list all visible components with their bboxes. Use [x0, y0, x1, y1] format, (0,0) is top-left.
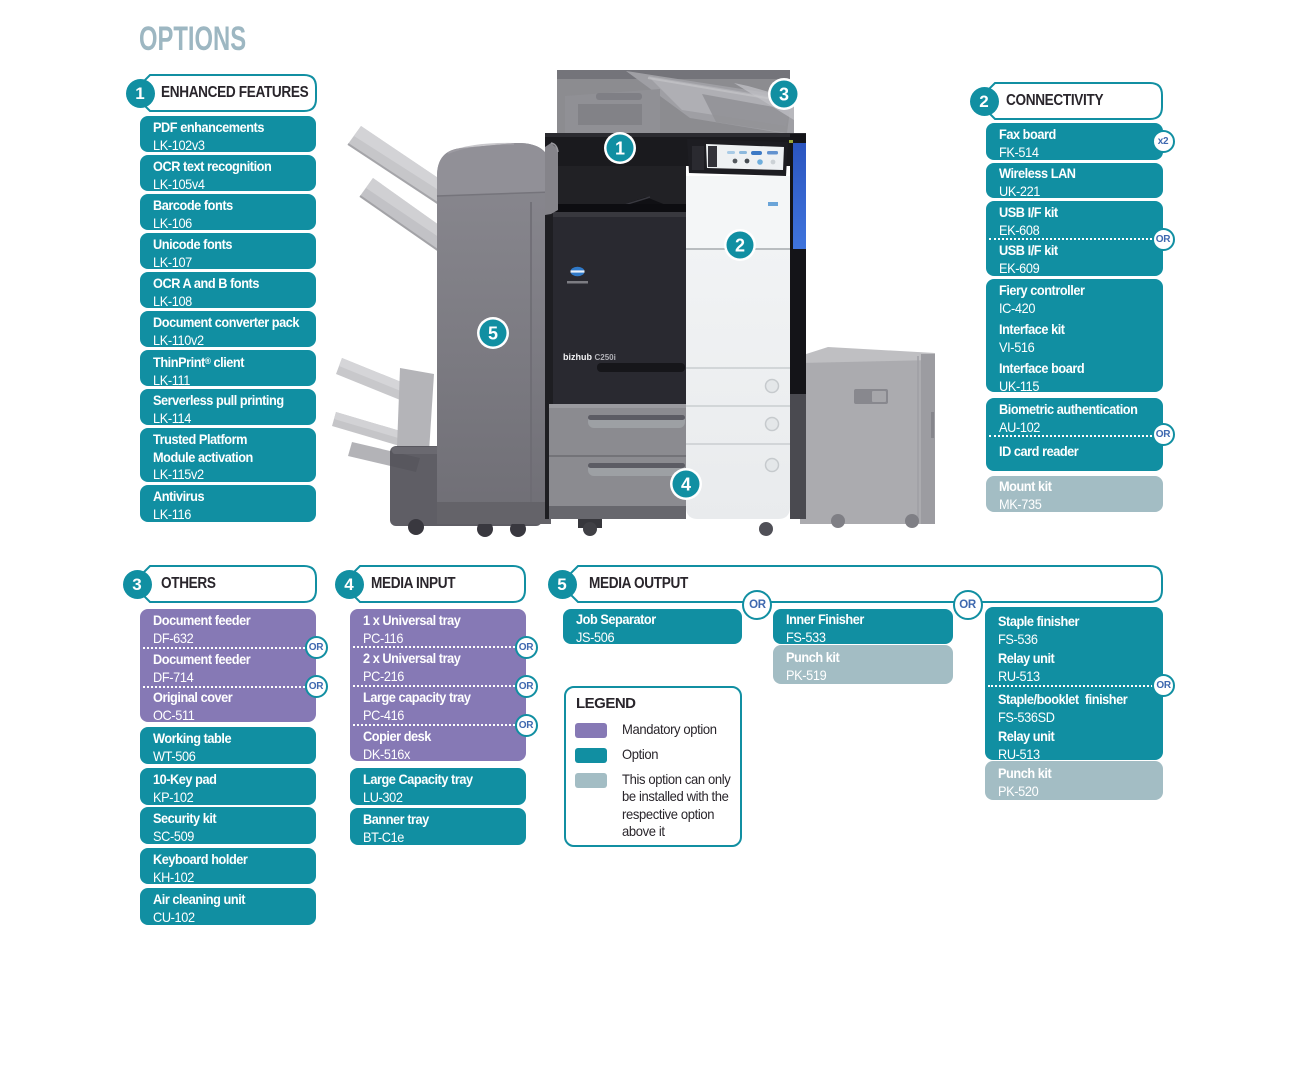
- svg-text:5: 5: [488, 324, 498, 344]
- svg-text:4: 4: [681, 475, 691, 495]
- svg-text:1: 1: [615, 139, 625, 159]
- svg-text:3: 3: [779, 85, 789, 105]
- svg-text:2: 2: [735, 236, 745, 256]
- svg-text:bizhub C250i: bizhub C250i: [563, 352, 616, 362]
